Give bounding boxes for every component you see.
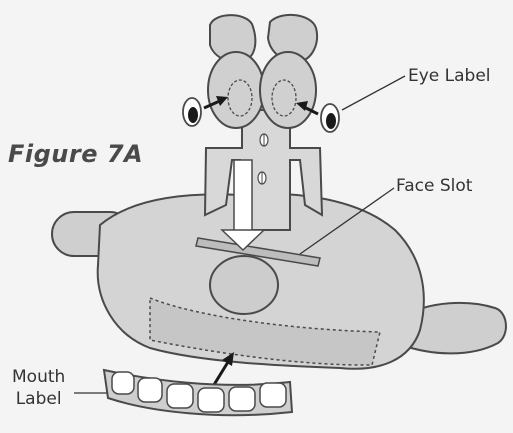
figure-title: Figure 7A bbox=[8, 140, 143, 168]
eye-oval-right bbox=[260, 52, 316, 128]
mouth-label-line2: Label bbox=[12, 388, 65, 410]
eye-label-right-icon bbox=[321, 104, 339, 132]
eye-label-left-icon bbox=[183, 98, 201, 126]
eye-oval-left bbox=[208, 52, 264, 128]
face-slot-caption: Face Slot bbox=[396, 176, 472, 196]
center-oval bbox=[210, 256, 278, 314]
mouth-label-caption: Mouth Label bbox=[12, 366, 65, 410]
eye-label-caption: Eye Label bbox=[408, 66, 491, 86]
mouth-label-line1: Mouth bbox=[12, 366, 65, 388]
